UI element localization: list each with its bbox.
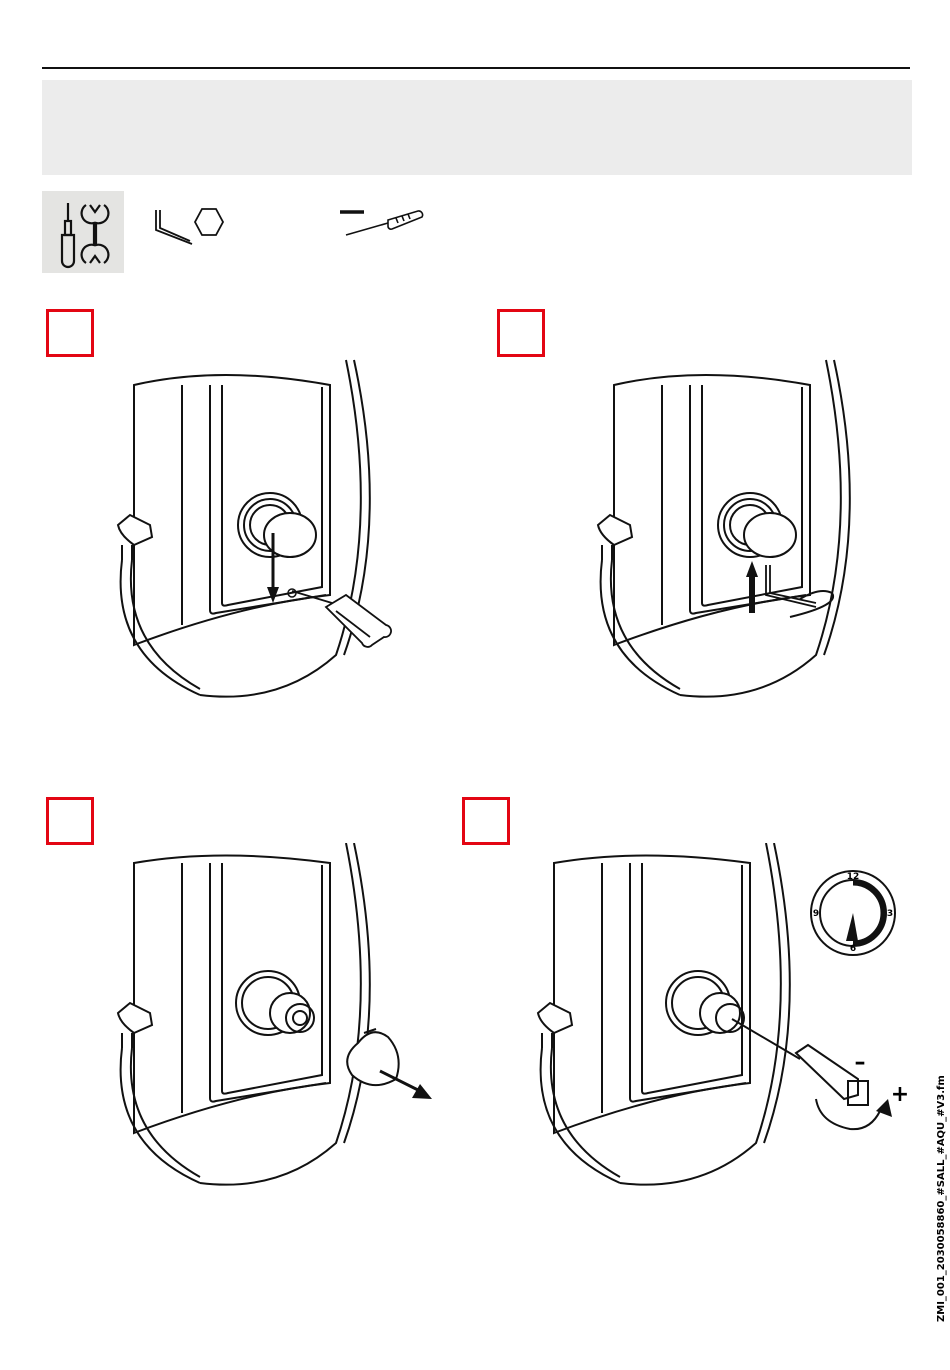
step-2-illustration: [580, 355, 860, 715]
step-4-box: [462, 797, 510, 845]
header-band: [42, 80, 912, 175]
step-3-illustration: [100, 843, 440, 1203]
step-4-illustration: 12 3 6 9 – +: [520, 843, 930, 1203]
step-2-box: [497, 309, 545, 357]
dial-label-9: 9: [813, 909, 819, 919]
tools-general-icon: [42, 191, 124, 273]
step-3-box: [46, 797, 94, 845]
top-rule: [42, 67, 910, 69]
step-1-illustration: [100, 355, 420, 715]
allen-key-icon: [150, 200, 230, 250]
dial-label-12: 12: [847, 872, 860, 882]
tools-box: [42, 191, 124, 273]
document-file-code: ZMI_001_2030058860_#SALL_#AQU_#V3.fm: [936, 1075, 947, 1322]
dial-label-6: 6: [850, 944, 856, 954]
minus-sign: –: [855, 1050, 866, 1075]
step-1-box: [46, 309, 94, 357]
flat-screwdriver-icon: [336, 204, 426, 240]
dial-label-3: 3: [887, 909, 893, 919]
plus-sign: +: [891, 1082, 909, 1107]
